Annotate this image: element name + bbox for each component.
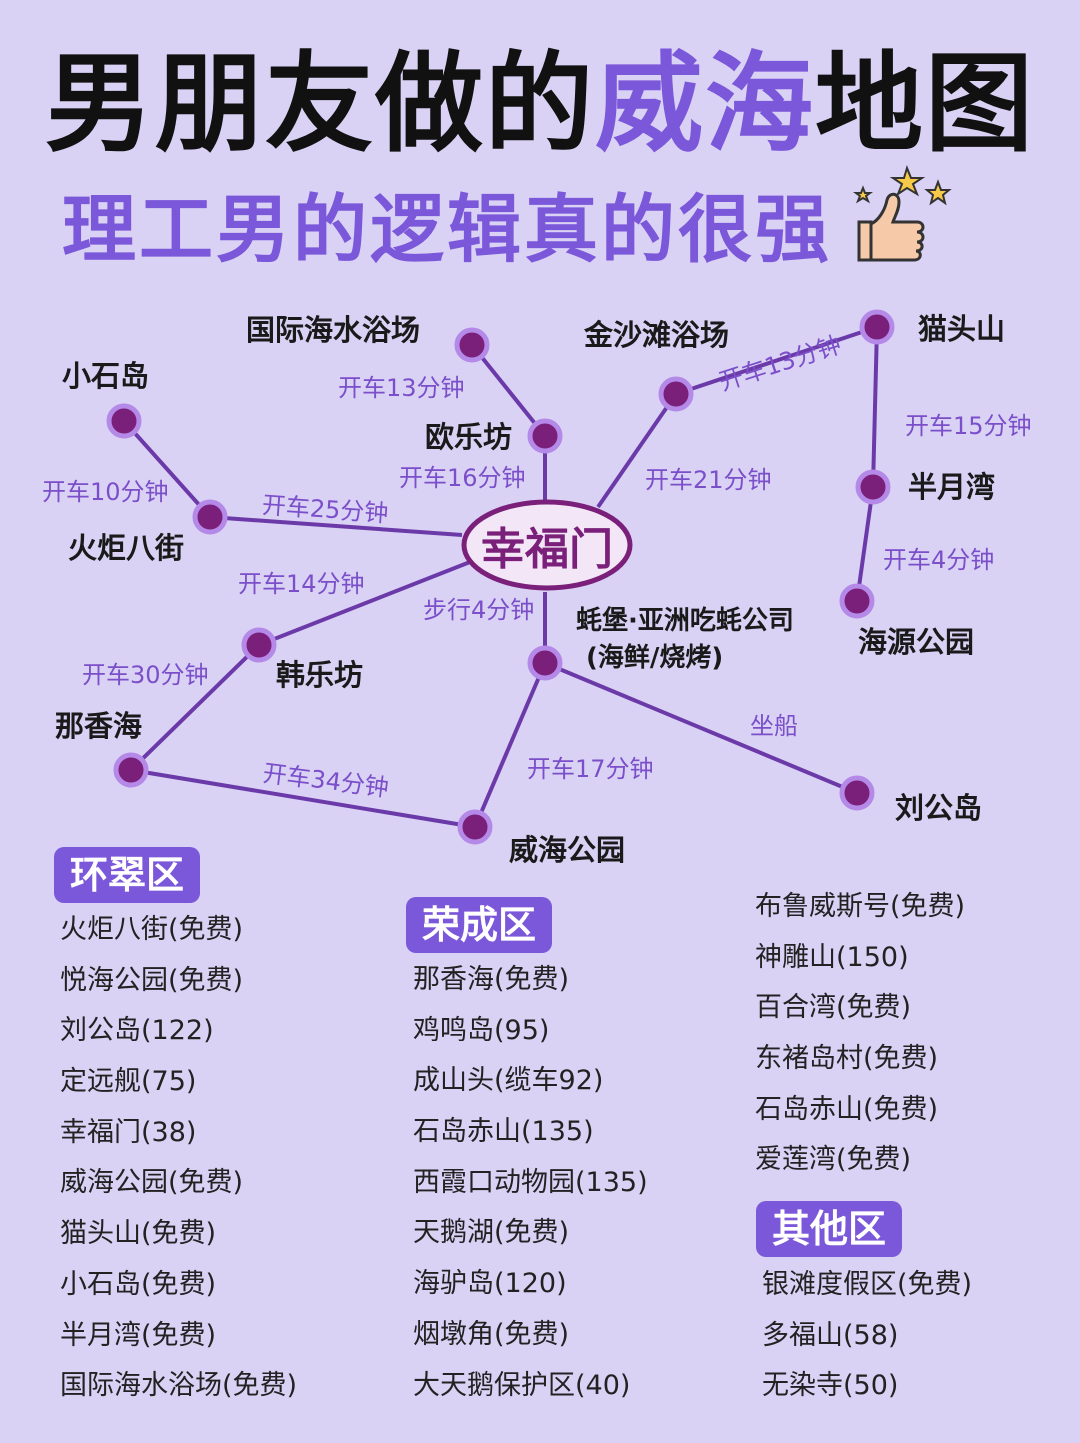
node-hao — [527, 645, 563, 681]
list-item: 定远舰(75) — [60, 1066, 197, 1098]
edge-xiaoshi-huoju: 开车10分钟 — [42, 478, 169, 506]
list-item: 威海公园(免费) — [60, 1167, 244, 1199]
list-item: 火炬八街(免费) — [60, 914, 244, 945]
hub-ellipse — [461, 499, 633, 591]
edge-oule-hub: 开车16分钟 — [399, 464, 526, 492]
place-hao-line2: (海鲜/烧烤) — [586, 643, 724, 673]
list-item: 大天鹅保护区(40) — [413, 1369, 631, 1401]
edge-hao-hub: 步行4分钟 — [423, 596, 535, 624]
title-accent: 威海 — [594, 42, 815, 167]
place-maotou: 猫头山 — [918, 312, 1006, 346]
node-weihai — [457, 809, 493, 845]
place-oule: 欧乐坊 — [425, 420, 513, 454]
list-item: 鸡鸣岛(95) — [413, 1014, 550, 1046]
edge-jinsha-hub: 开车21分钟 — [645, 466, 772, 494]
edge-guoji-oule: 开车13分钟 — [338, 374, 465, 402]
title-part2: 地图 — [815, 42, 1036, 167]
place-huoju: 火炬八街 — [68, 531, 185, 565]
node-guoji — [454, 327, 490, 363]
place-weihai: 威海公园 — [509, 833, 626, 867]
edge-naxiang-hanle: 开车30分钟 — [82, 661, 209, 689]
list-item: 成山头(缆车92) — [413, 1065, 604, 1097]
node-jinsha — [658, 376, 694, 412]
edge-hao-weihai: 开车17分钟 — [527, 755, 654, 783]
edge-hanle-hub: 开车14分钟 — [238, 570, 365, 598]
list-item: 海驴岛(120) — [413, 1268, 567, 1300]
region-tag-rongcheng: 荣成区 — [406, 897, 553, 953]
node-liugong — [839, 775, 875, 811]
list-item: 布鲁威斯号(免费) — [755, 891, 966, 922]
place-naxiang: 那香海 — [55, 709, 143, 743]
node-hanle — [241, 627, 277, 663]
page-title: 男朋友做的威海地图 — [0, 40, 1080, 170]
node-haiyuan — [839, 583, 875, 619]
list-item: 西霞口动物园(135) — [413, 1166, 648, 1198]
place-banyue: 半月湾 — [908, 470, 996, 504]
region-tag-other: 其他区 — [756, 1201, 903, 1257]
list-item: 幸福门(38) — [60, 1116, 197, 1148]
thumbs-up-icon — [853, 164, 952, 262]
list-item: 猫头山(免费) — [60, 1218, 217, 1250]
node-huoju — [192, 499, 228, 535]
list-item: 烟墩角(免费) — [413, 1318, 570, 1350]
list-item: 神雕山(150) — [755, 941, 909, 973]
region-list-rongcheng: 那香海(免费) 鸡鸣岛(95) 成山头(缆车92) 石岛赤山(135) 西霞口动物园(1… — [413, 955, 648, 1411]
node-banyue — [855, 469, 891, 505]
place-haiyuan: 海源公园 — [858, 625, 975, 659]
route-lines — [122, 325, 879, 829]
place-hao-line1: 蚝堡·亚洲吃蚝公司 — [576, 606, 794, 636]
list-item: 半月湾(免费) — [60, 1319, 217, 1351]
hub-label: 幸福门 — [481, 524, 613, 575]
list-item: 悦海公园(免费) — [60, 964, 244, 996]
list-item: 国际海水浴场(免费) — [60, 1370, 298, 1402]
place-liugong: 刘公岛 — [895, 791, 983, 825]
edge-maotou-banyue: 开车15分钟 — [905, 412, 1032, 440]
place-guoji: 国际海水浴场 — [246, 313, 421, 347]
place-xiaoshi: 小石岛 — [62, 359, 150, 393]
list-item: 东褚岛村(免费) — [755, 1043, 939, 1075]
region-list-other: 银滩度假区(免费) 多福山(58) 无染寺(50) — [762, 1260, 972, 1412]
node-naxiang — [113, 752, 149, 788]
list-item: 无染寺(50) — [762, 1370, 899, 1402]
list-item: 小石岛(免费) — [60, 1268, 217, 1300]
place-hanle: 韩乐坊 — [276, 658, 364, 692]
list-item: 百合湾(免费) — [755, 992, 912, 1024]
node-oule — [527, 418, 563, 454]
list-item: 银滩度假区(免费) — [762, 1269, 973, 1300]
node-maotou — [859, 309, 895, 345]
list-item: 多福山(58) — [762, 1319, 899, 1351]
list-item: 那香海(免费) — [413, 964, 570, 995]
list-item: 天鹅湖(免费) — [413, 1217, 570, 1249]
title-part1: 男朋友做的 — [44, 42, 595, 167]
edge-banyue-haiyuan: 开车4分钟 — [883, 546, 995, 574]
place-jinsha: 金沙滩浴场 — [584, 318, 730, 352]
page-subtitle: 理工男的逻辑真的很强 — [62, 187, 832, 273]
list-item: 刘公岛(122) — [60, 1015, 214, 1047]
list-item: 石岛赤山(免费) — [755, 1093, 939, 1125]
region-list-rongcheng-more: 布鲁威斯号(免费) 神雕山(150) 百合湾(免费) 东褚岛村(免费) 石岛赤山(免费)… — [755, 882, 965, 1186]
region-list-huancui: 火炬八街(免费) 悦海公园(免费) 刘公岛(122) 定远舰(75) 幸福门(38) 威海… — [60, 905, 297, 1412]
list-item: 石岛赤山(135) — [413, 1116, 594, 1148]
region-tag-huancui: 环翠区 — [54, 847, 201, 903]
node-xiaoshi — [106, 403, 142, 439]
list-item: 爱莲湾(免费) — [755, 1144, 912, 1176]
edge-hao-liugong: 坐船 — [750, 712, 798, 740]
